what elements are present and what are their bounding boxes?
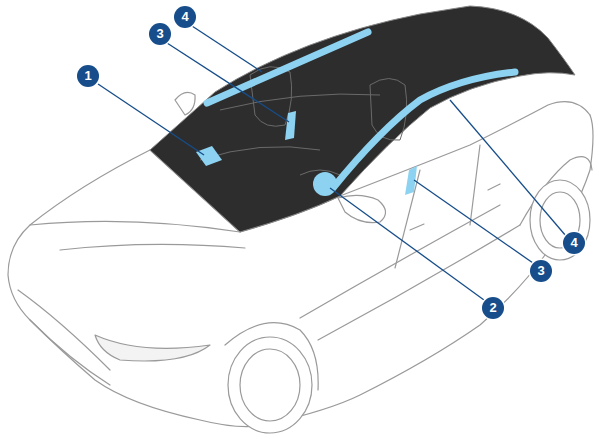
callout-number: 4 xyxy=(174,6,196,28)
callout-number: 4 xyxy=(563,232,585,254)
callout-number: 3 xyxy=(530,260,552,282)
callout-number: 3 xyxy=(149,23,171,45)
callout-number: 1 xyxy=(77,65,99,87)
callout-number: 2 xyxy=(482,297,504,319)
